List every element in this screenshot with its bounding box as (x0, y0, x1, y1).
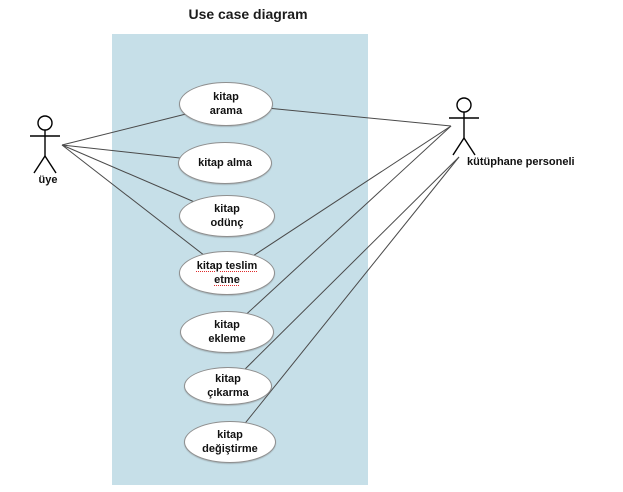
actor-limb-personel (452, 137, 465, 156)
actor-figure-personel[interactable] (449, 97, 479, 156)
usecase-alma[interactable]: kitap alma (178, 142, 272, 184)
diagram-title: Use case diagram (188, 6, 308, 22)
association-line-uye-teslim[interactable] (61, 144, 228, 274)
actor-figure-uye[interactable] (30, 115, 60, 174)
actor-label-personel: kütüphane personeli (467, 156, 575, 168)
usecase-label: kitap alma (198, 157, 252, 169)
association-line-personel_upper-teslim[interactable] (226, 125, 452, 274)
actor-limb-uye (44, 155, 57, 174)
actor-head-uye (37, 115, 53, 131)
actor-limb-uye (33, 155, 46, 174)
actor-head-personel (456, 97, 472, 113)
association-line-personel_lower-cikarma[interactable] (227, 156, 460, 387)
association-line-personel_lower-degistirme[interactable] (229, 156, 460, 443)
actor-limb-personel (463, 137, 476, 156)
actor-label-uye: üye (38, 174, 58, 186)
association-line-personel_upper-ekleme[interactable] (226, 125, 452, 333)
